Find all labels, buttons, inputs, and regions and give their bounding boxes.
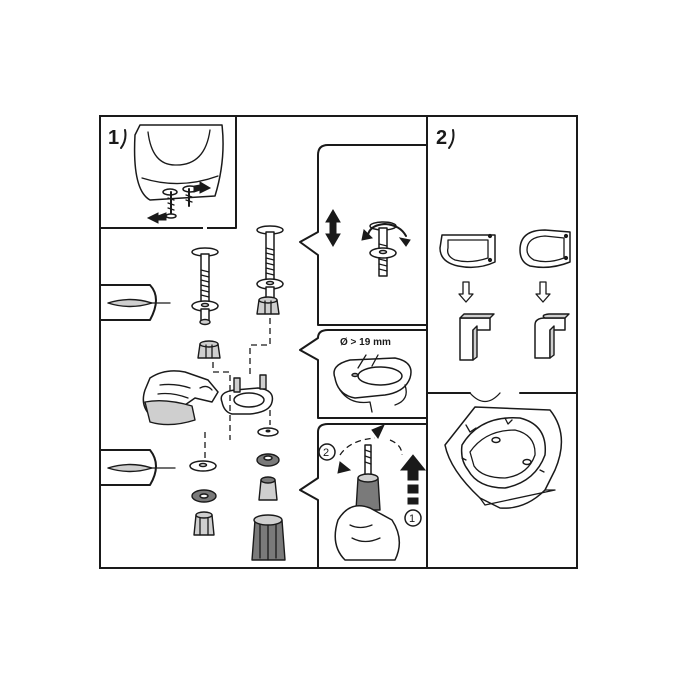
inset-toilet-rear bbox=[99, 115, 237, 229]
alignment-guides bbox=[204, 318, 271, 465]
up-arrow-dashed-icon bbox=[399, 454, 427, 505]
step-1-label: 1 bbox=[108, 127, 127, 149]
step-2-label: 2 bbox=[436, 127, 455, 149]
seat-type-right bbox=[519, 229, 571, 269]
seat-assembled-view bbox=[426, 392, 578, 509]
detail-callout-upper bbox=[99, 284, 171, 321]
step-2-number: 2 bbox=[436, 127, 447, 149]
left-hinge-assembly bbox=[190, 208, 223, 359]
right-arrow-icon bbox=[193, 181, 212, 194]
diameter-label: Ø > 19 mm bbox=[340, 337, 391, 348]
lower-left-hardware bbox=[189, 460, 217, 536]
up-down-arrow-icon bbox=[325, 209, 341, 247]
panel-height-adjust bbox=[299, 144, 428, 326]
left-arrow-icon bbox=[146, 212, 167, 224]
down-arrow-left-icon bbox=[458, 281, 474, 303]
profile-shape-right bbox=[534, 313, 570, 359]
order-label-2: 2 bbox=[323, 447, 329, 459]
rotate-arrow-icon bbox=[361, 228, 374, 241]
order-label-1-badge: 1 bbox=[404, 509, 422, 527]
step-1-number: 1 bbox=[108, 127, 119, 149]
detail-callout-lower bbox=[99, 449, 176, 486]
seat-hinge-bracket bbox=[220, 374, 274, 415]
panel-tighten-nut: 2 1 bbox=[299, 423, 428, 569]
order-label-1: 1 bbox=[409, 513, 415, 525]
down-arrow-right-icon bbox=[535, 281, 551, 303]
profile-shape-left bbox=[459, 313, 495, 361]
lower-right-hardware bbox=[251, 427, 286, 561]
rotate-arrow-top-icon bbox=[371, 424, 385, 439]
right-hinge-assembly bbox=[255, 186, 288, 315]
hand-cleaning-illustration bbox=[142, 370, 219, 426]
panel-hole-diameter: Ø > 19 mm bbox=[299, 329, 428, 419]
seat-type-left bbox=[439, 233, 496, 269]
order-label-2-badge: 2 bbox=[318, 443, 336, 461]
